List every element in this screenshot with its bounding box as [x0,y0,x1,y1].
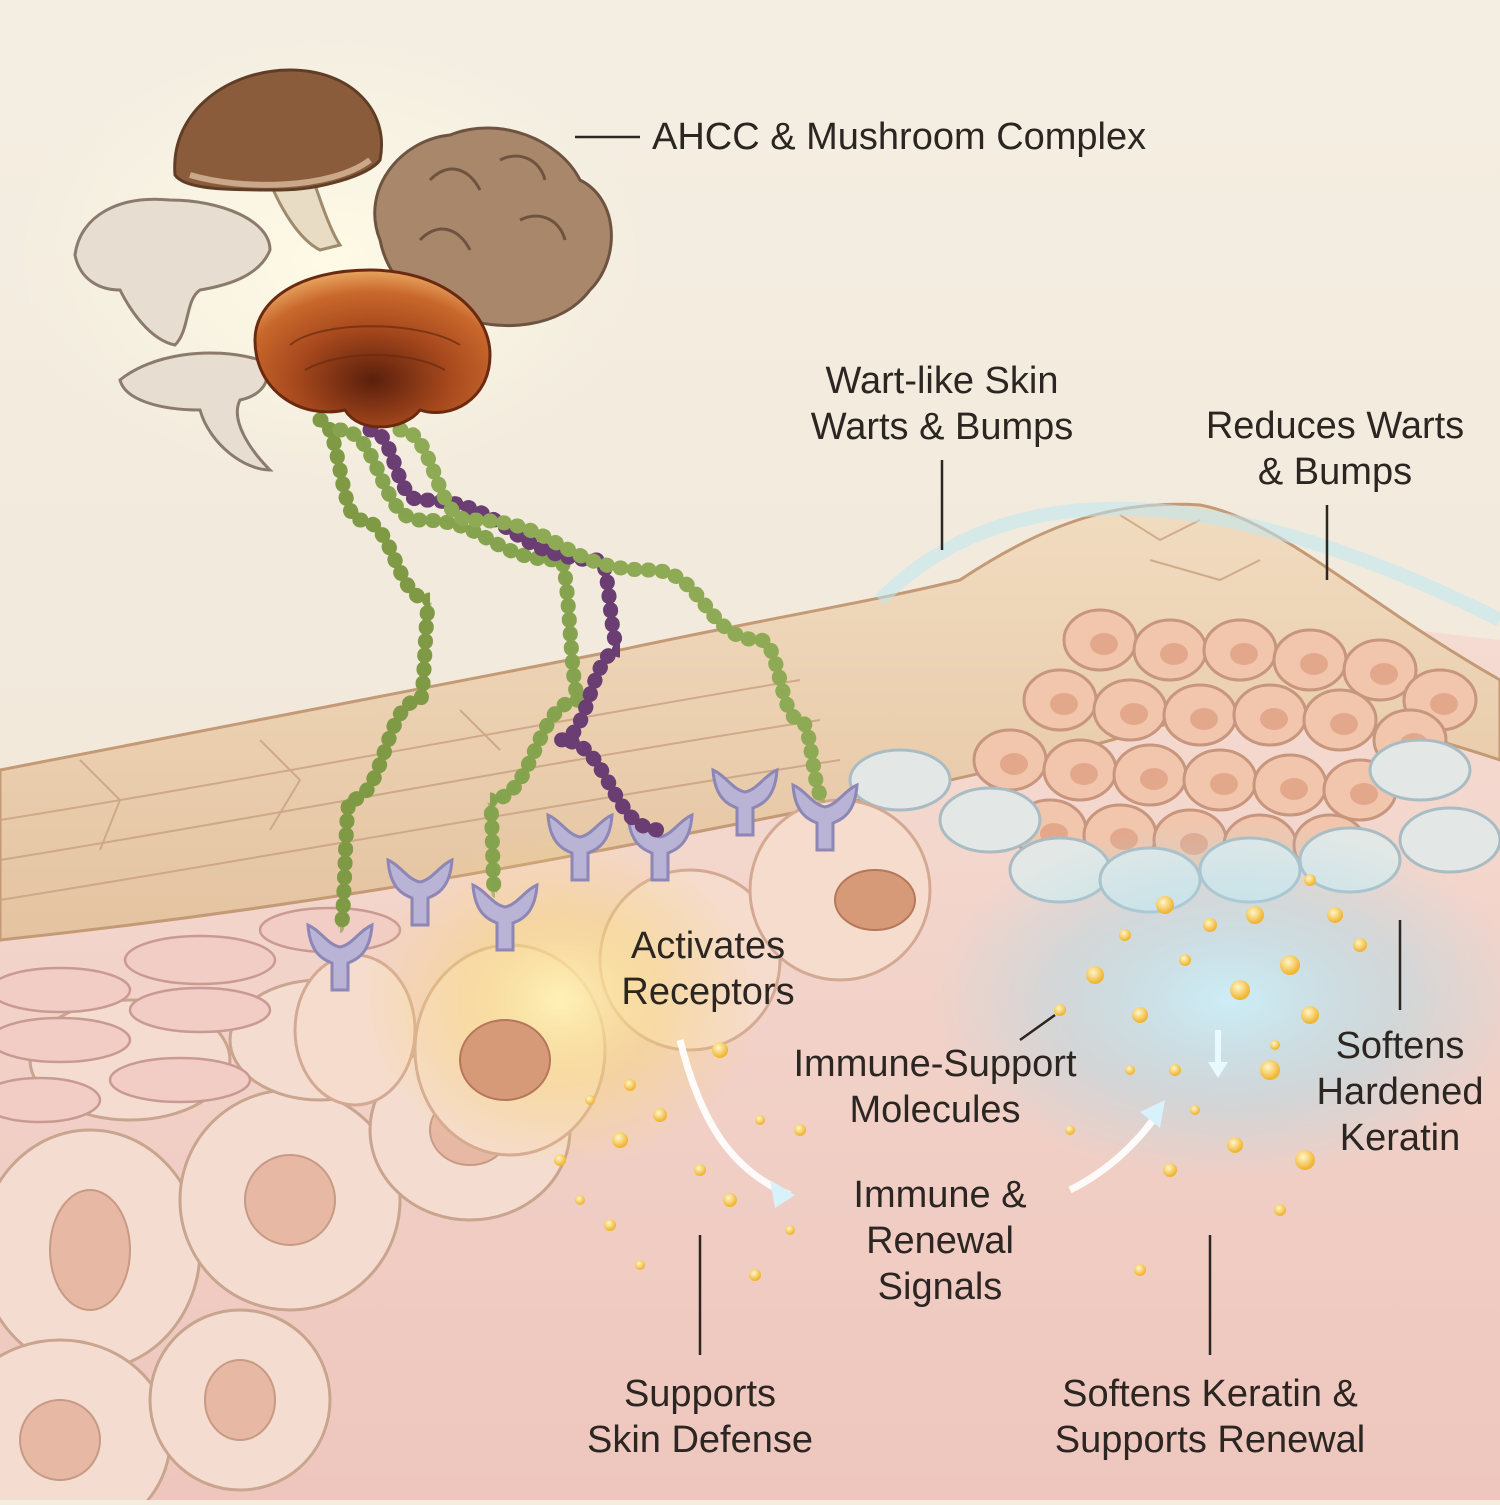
wart-cell-nucleus [1350,783,1378,805]
polysaccharide-chain-core [369,427,661,833]
wart-cell-nucleus [1260,708,1288,730]
molecule-dot [653,1108,667,1122]
molecule-dot [1353,938,1367,952]
polysaccharide-chains [312,412,833,938]
molecule-dot [575,1195,585,1205]
polysaccharide-chain-core [318,417,433,933]
wart-cell-nucleus [1190,708,1218,730]
polysaccharide-chain-core [399,427,827,803]
molecule-dot [1156,896,1174,914]
softens-keratin-renewal-label: Softens Keratin & Supports Renewal [1054,1373,1366,1461]
polysaccharide-chain-core [339,427,583,898]
molecule-dot [794,1124,806,1136]
molecule-dot [1163,1163,1177,1177]
molecule-dot [1327,907,1343,923]
molecule-dot [1295,1150,1315,1170]
receptor-icon [306,922,374,992]
immune-renewal-signals-label: Immune & Renewal Signals [853,1174,1027,1308]
wart-cell-nucleus [1280,778,1308,800]
wart-cell-nucleus [1050,693,1078,715]
reduces-warts-label: Reduces Warts & Bumps [1205,405,1465,493]
molecule-dot [585,1095,595,1105]
wart-cell-nucleus [1090,633,1118,655]
activates-receptors-label: Activates Receptors [621,925,795,1013]
reishi-mushroom-icon [253,268,492,429]
wart-cell-nucleus [1120,703,1148,725]
wart-cell-nucleus [1370,663,1398,685]
molecule-dot [1125,1065,1135,1075]
immune-support-molecules [554,874,1367,1281]
molecule-dot [624,1079,636,1091]
wart-like-skin-label: Wart-like Skin Warts & Bumps [810,360,1074,448]
molecule-dot [1304,874,1316,886]
receptor-icon [386,857,454,927]
molecule-dot [1134,1264,1146,1276]
molecule-dot [1119,929,1131,941]
receptor-icon [471,882,539,952]
molecule-dot [694,1164,706,1176]
wart-cell-nucleus [1230,643,1258,665]
immune-support-molecules-label: Immune-Support Molecules [793,1043,1077,1131]
molecule-dot [1054,1004,1066,1016]
molecule-dot [1274,1204,1286,1216]
wart-cell-nucleus [1160,643,1188,665]
molecule-dot [1065,1125,1075,1135]
receptor-icon [546,812,614,882]
oyster-mushroom-icon [73,197,274,472]
wart-cell-nucleus [1430,693,1458,715]
molecule-dot [1280,955,1300,975]
wart-cell-nucleus [1000,753,1028,775]
receptor-icon [791,782,859,852]
molecule-dot [635,1260,645,1270]
molecule-dot [755,1115,765,1125]
molecule-dot [1203,918,1217,932]
molecule-dot [612,1132,628,1148]
wart-cell-nucleus [1070,763,1098,785]
molecule-dot [1246,906,1264,924]
wart-cell-nucleus [1300,653,1328,675]
wart-cell-nucleus [1140,768,1168,790]
wart-cell-nucleus [1330,713,1358,735]
molecule-dot [1301,1006,1319,1024]
molecule-dot [1086,966,1104,984]
molecule-dot [1230,980,1250,1000]
molecule-dot [1270,1040,1280,1050]
molecule-dot [1227,1137,1243,1153]
molecule-dot [749,1269,761,1281]
molecule-dot [712,1042,728,1058]
leader-lines [575,135,1402,1355]
molecule-dot [554,1154,566,1166]
signal-arrow-down [676,1039,792,1199]
wart-cell-nucleus [1210,773,1238,795]
molecule-dot [1169,1064,1181,1076]
molecule-dot [1132,1007,1148,1023]
molecule-dot [1260,1060,1280,1080]
molecule-dot [1179,954,1191,966]
molecule-dot [785,1225,795,1235]
molecule-dot [1190,1105,1200,1115]
molecule-dot [723,1193,737,1207]
renewal-glow [930,820,1500,1180]
softens-hardened-keratin-label: Softens Hardened Keratin [1316,1025,1484,1159]
mushroom-complex-label: AHCC & Mushroom Complex [652,116,1147,158]
molecule-dot [604,1219,616,1231]
receptor-icon [711,767,779,837]
shiitake-mushroom-icon [173,68,383,252]
supports-skin-defense-label: Supports Skin Defense [586,1373,813,1461]
receptor-group [306,767,859,992]
